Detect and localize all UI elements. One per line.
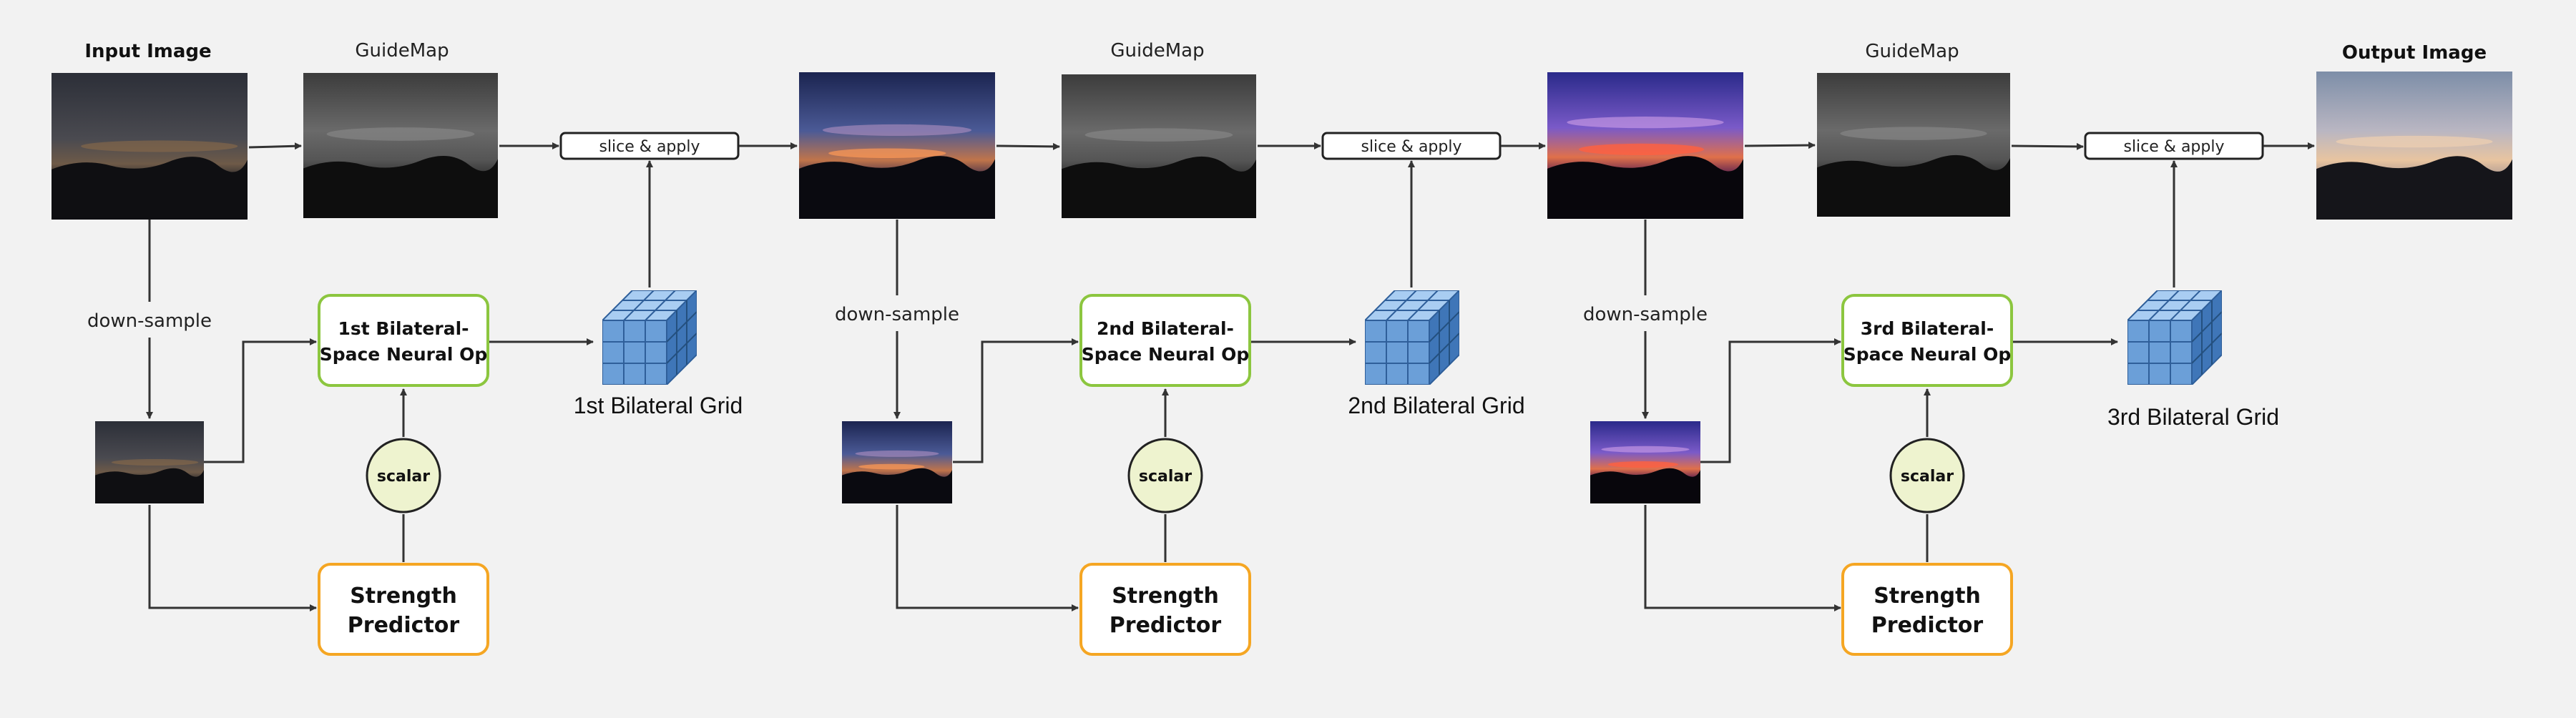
arrow-image-1-to-guidemap-2	[996, 142, 1060, 150]
predictor-label-2-line1: Strength	[1112, 584, 1219, 609]
scalar-label-2: scalar	[1139, 468, 1192, 486]
downsampled-image-2	[842, 421, 952, 503]
neural-op-label-2-line1: 2nd Bilateral-	[1097, 318, 1234, 339]
stage-1-lower: down-sample 1st Bilateral- Space Neural …	[87, 160, 743, 656]
arrow-small-3-to-predictor	[1644, 505, 1841, 611]
guidemap-image-3	[1817, 73, 2010, 217]
strength-predictor-box-1: Strength Predictor	[318, 563, 489, 656]
neural-op-box-1: 1st Bilateral- Space Neural Op	[318, 294, 489, 387]
downsample-label-3: down-sample	[1583, 304, 1708, 325]
output-image	[2316, 72, 2512, 220]
predictor-label-1-line2: Predictor	[348, 613, 460, 638]
predictor-label-3-line1: Strength	[1874, 584, 1981, 609]
scalar-node-1: scalar	[366, 438, 441, 513]
slice-apply-label-3: slice & apply	[2123, 138, 2224, 156]
scalar-node-2: scalar	[1127, 438, 1203, 513]
stage-3-lower: down-sample 3rd Bilateral- Space Neural …	[1583, 160, 2279, 656]
slice-apply-label-2: slice & apply	[1361, 138, 1461, 156]
neural-op-box-2: 2nd Bilateral- Space Neural Op	[1079, 294, 1251, 387]
arrow-small-2-to-predictor	[896, 505, 1079, 611]
scalar-label-1: scalar	[377, 468, 430, 486]
bilateral-grid-2	[1365, 290, 1459, 385]
neural-op-label-2-line2: Space Neural Op	[1082, 344, 1250, 365]
neural-op-label-1-line2: Space Neural Op	[320, 344, 488, 365]
neural-op-label-3-line1: 3rd Bilateral-	[1861, 318, 1994, 339]
guidemap-image-2	[1062, 74, 1256, 218]
neural-op-label-3-line2: Space Neural Op	[1843, 344, 2012, 365]
neural-op-box-3: 3rd Bilateral- Space Neural Op	[1841, 294, 2013, 387]
stage-2-lower: down-sample 2nd Bilateral- Space Neural …	[835, 160, 1525, 656]
bilateral-grid-label-2: 2nd Bilateral Grid	[1348, 393, 1524, 418]
predictor-label-3-line2: Predictor	[1871, 613, 1984, 638]
predictor-label-2-line2: Predictor	[1110, 613, 1222, 638]
slice-apply-label-1: slice & apply	[599, 138, 700, 156]
bilateral-grid-label-3: 3rd Bilateral Grid	[2107, 404, 2279, 430]
guidemap-label-2: GuideMap	[1110, 40, 1204, 62]
arrow-small-1-to-op	[202, 338, 317, 463]
input-image-label: Input Image	[84, 41, 211, 62]
slice-apply-box-1: slice & apply	[559, 132, 740, 160]
strength-predictor-box-3: Strength Predictor	[1841, 563, 2013, 656]
guidemap-label-3: GuideMap	[1865, 41, 1959, 62]
arrow-guidemap-3-to-slice	[2011, 142, 2084, 150]
arrow-image-2-to-guidemap-3	[1744, 142, 1816, 149]
arrow-small-1-to-predictor	[148, 505, 317, 611]
arrow-small-2-to-op	[953, 338, 1079, 463]
downsample-label-1: down-sample	[87, 310, 212, 332]
scalar-node-3: scalar	[1889, 438, 1965, 513]
guidemap-image-1	[303, 73, 498, 218]
scalar-label-3: scalar	[1901, 468, 1954, 486]
arrow-small-3-to-op	[1700, 338, 1841, 463]
guidemap-label-1: GuideMap	[355, 40, 449, 62]
input-image	[52, 73, 248, 220]
slice-apply-box-2: slice & apply	[1321, 132, 1502, 160]
downsampled-image-1	[95, 421, 204, 503]
predictor-label-1-line1: Strength	[350, 584, 457, 609]
bilateral-grid-label-1: 1st Bilateral Grid	[574, 393, 743, 418]
downsampled-image-3	[1590, 421, 1700, 503]
output-image-label: Output Image	[2342, 42, 2487, 64]
slice-apply-box-3: slice & apply	[2084, 132, 2264, 160]
bilateral-grid-1	[602, 290, 697, 385]
arrow-input-to-guidemap-1	[248, 142, 302, 150]
intermediate-image-2	[1547, 72, 1743, 219]
intermediate-image-1	[799, 72, 995, 219]
strength-predictor-box-2: Strength Predictor	[1079, 563, 1251, 656]
bilateral-grid-3	[2127, 290, 2222, 385]
downsample-label-2: down-sample	[835, 304, 959, 325]
top-row-arrows	[248, 142, 2315, 150]
neural-op-label-1-line1: 1st Bilateral-	[338, 318, 469, 339]
